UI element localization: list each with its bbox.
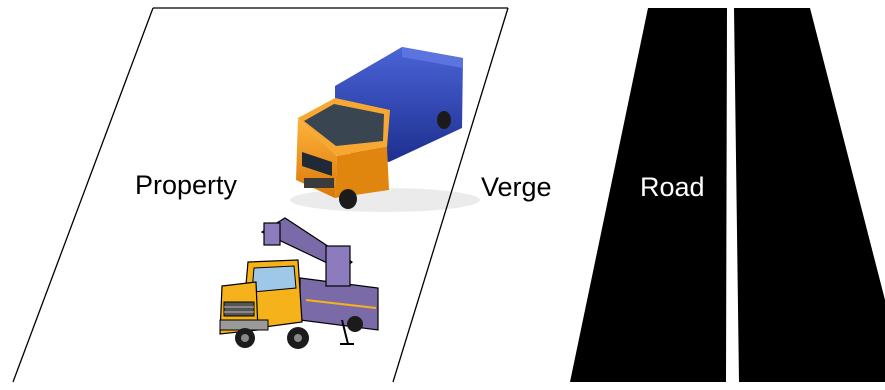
box-truck-icon <box>290 47 480 212</box>
property-label: Property <box>135 172 237 199</box>
bucket-truck-icon <box>220 218 378 349</box>
road-label: Road <box>640 174 705 201</box>
property-left-boundary <box>13 8 153 382</box>
verge-label: Verge <box>481 174 552 201</box>
